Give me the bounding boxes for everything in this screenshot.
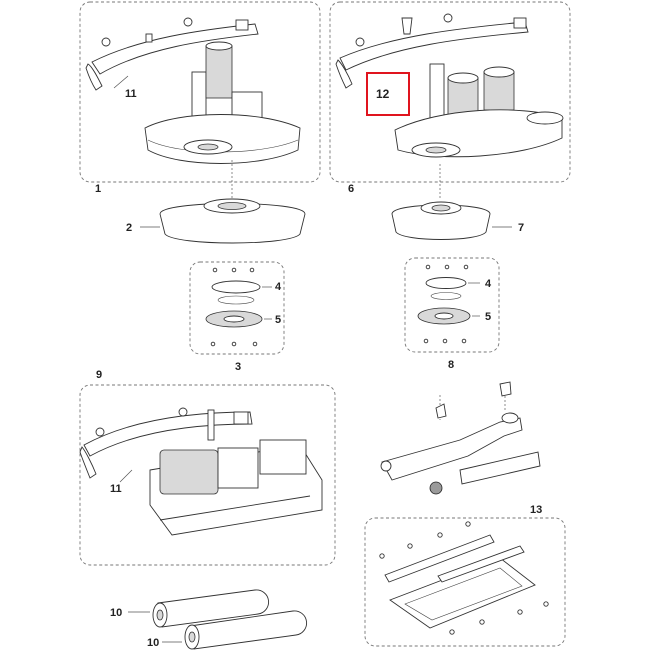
label-7: 7 bbox=[518, 222, 524, 234]
cyl-motor-9 bbox=[159, 449, 219, 495]
knob-6b bbox=[443, 13, 453, 23]
label-4-left: 4 bbox=[275, 281, 282, 293]
o-ring-8 bbox=[430, 292, 462, 300]
blade-strip-c bbox=[437, 545, 525, 583]
label-1: 1 bbox=[95, 183, 101, 195]
blade-kit-13: 13 bbox=[364, 504, 566, 647]
label-13: 13 bbox=[530, 504, 542, 516]
squeegee-end-1 bbox=[85, 63, 103, 91]
hub-kit-3: 4 5 3 bbox=[189, 261, 285, 373]
motor-right-6 bbox=[483, 71, 515, 111]
squeegee-frame bbox=[381, 417, 523, 481]
highlight-box-12 bbox=[366, 72, 410, 116]
pivot-block-1 bbox=[235, 19, 249, 31]
label-9: 9 bbox=[96, 369, 102, 381]
small-block-1 bbox=[145, 33, 153, 43]
hub-kit-8: 4 5 8 bbox=[404, 257, 500, 371]
bracket-top-6 bbox=[401, 17, 413, 35]
roller-lower bbox=[189, 610, 307, 650]
pad-driver-7: 7 bbox=[391, 164, 524, 240]
knob-1b bbox=[183, 17, 193, 27]
motor-body-1 bbox=[205, 45, 233, 99]
brush-deck-1 bbox=[144, 114, 301, 164]
bearing-ring-3 bbox=[211, 280, 261, 294]
motor-top-1 bbox=[205, 41, 233, 51]
label-8: 8 bbox=[448, 359, 454, 371]
side-wheel-6 bbox=[526, 111, 564, 125]
squeegee-arm-6 bbox=[339, 21, 529, 71]
label-6: 6 bbox=[348, 183, 354, 195]
label-12: 12 bbox=[376, 87, 390, 101]
o-ring-3 bbox=[217, 295, 255, 305]
label-5-right: 5 bbox=[485, 311, 491, 323]
squeegee-end-6 bbox=[335, 59, 353, 89]
label-5-left: 5 bbox=[275, 314, 281, 326]
pivot-block-6 bbox=[513, 17, 527, 29]
roller-upper bbox=[157, 589, 269, 628]
assembly-1-frame bbox=[79, 1, 321, 183]
pad-driver-2: 2 bbox=[126, 160, 306, 244]
label-11-top: 11 bbox=[125, 88, 137, 100]
label-3: 3 bbox=[235, 361, 241, 373]
kit-3-frame bbox=[189, 261, 285, 355]
knob-1a bbox=[101, 37, 111, 47]
label-2: 2 bbox=[126, 222, 132, 234]
label-4-right: 4 bbox=[485, 278, 492, 290]
assembly-1-panel: 11 1 bbox=[79, 1, 321, 195]
squeegee-arm-1 bbox=[91, 23, 259, 75]
knob-6a bbox=[355, 37, 365, 47]
assembly-9-panel: 11 9 bbox=[79, 369, 336, 566]
squeegee-blade-holder bbox=[459, 451, 541, 485]
assembly-6-frame bbox=[329, 1, 571, 183]
label-10-upper: 10 bbox=[110, 607, 122, 619]
label-11-bottom: 11 bbox=[110, 483, 122, 495]
caster-wheel bbox=[429, 481, 443, 495]
motor-left-6 bbox=[447, 77, 479, 117]
squeegee-frame-assembly bbox=[380, 381, 541, 495]
assembly-6-panel: 12 6 bbox=[329, 1, 571, 195]
squeegee-end-9 bbox=[79, 446, 97, 479]
kit-13-frame bbox=[364, 517, 566, 647]
brush-rollers-10: 10 10 bbox=[110, 589, 307, 650]
bearing-ring-8 bbox=[425, 277, 467, 289]
assembly-9-frame bbox=[79, 384, 336, 566]
mount-plate-6 bbox=[429, 63, 445, 123]
blade-strip-a bbox=[384, 534, 495, 583]
label-10-lower: 10 bbox=[147, 637, 159, 649]
kit-8-frame bbox=[404, 257, 500, 353]
